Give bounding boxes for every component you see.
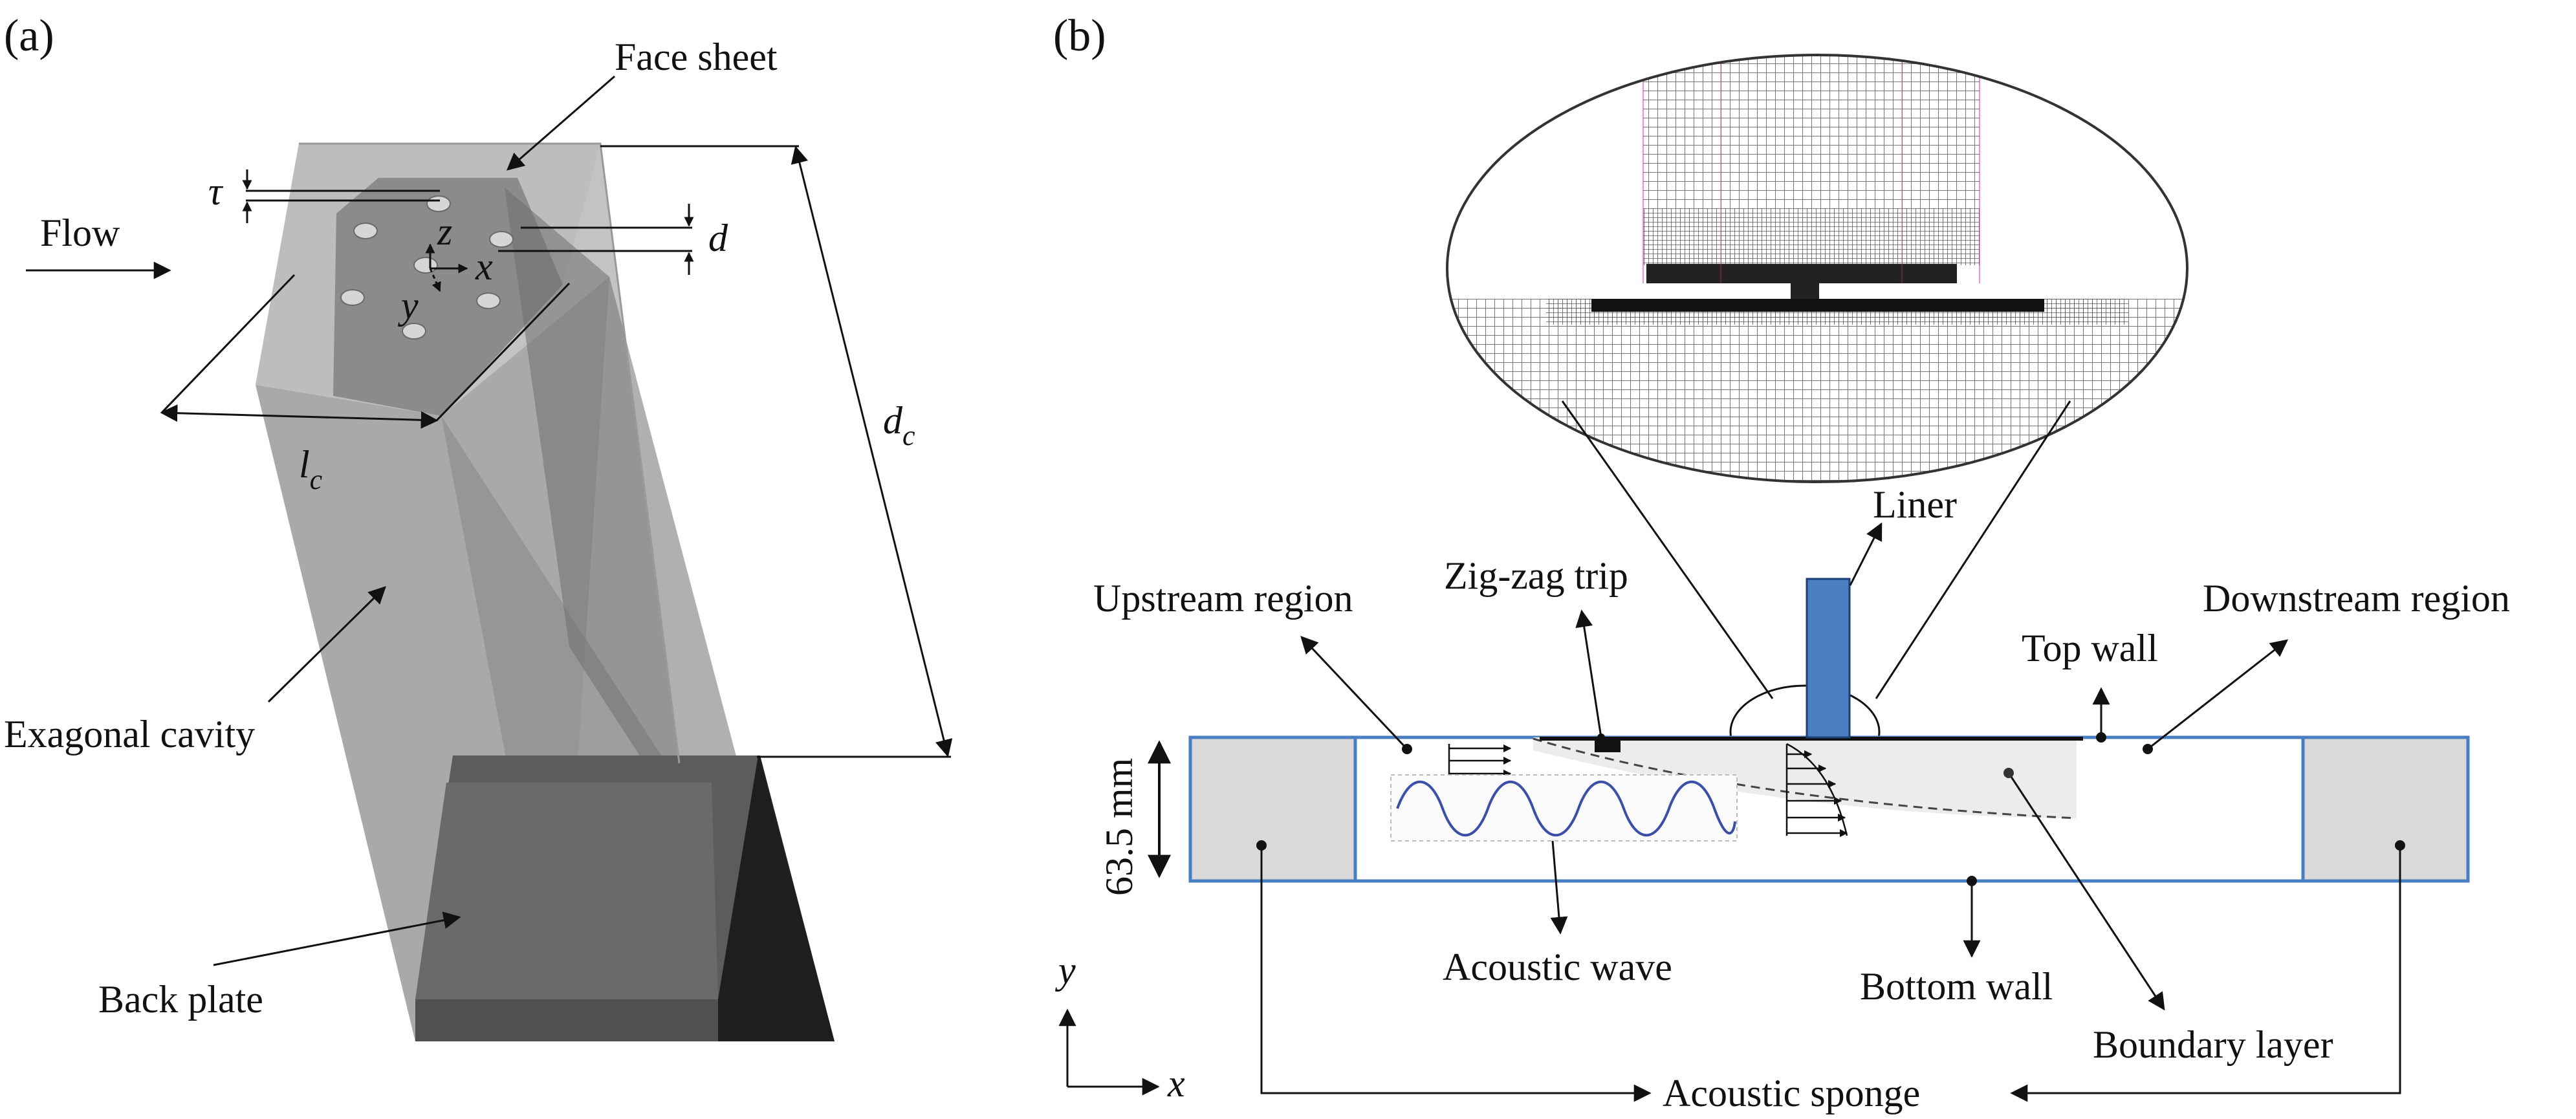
acoustic-wave-label: Acoustic wave <box>1443 946 1672 988</box>
boundary-layer-label: Boundary layer <box>2093 1023 2333 1066</box>
dc-dimension <box>600 145 953 758</box>
global-axis-y-label: y <box>1054 949 1076 992</box>
orifice-hole <box>413 257 438 274</box>
tau-dimension <box>242 169 440 223</box>
axis-y-label: y <box>397 284 419 327</box>
zoom-lines <box>1561 400 2071 699</box>
axis-z-label: z <box>437 210 452 253</box>
orifice-hole <box>489 231 514 248</box>
bottom-wall-label: Bottom wall <box>1860 965 2053 1008</box>
acoustic-wave-arrow <box>1550 840 1568 935</box>
mesh-zoom-ellipse <box>1446 54 2189 483</box>
zigzag-trip-label: Zig-zag trip <box>1444 554 1628 597</box>
face-sheet-arrow <box>506 75 615 171</box>
flow-label: Flow <box>40 212 120 254</box>
downstream-region-arrow <box>2147 639 2289 750</box>
acoustic-wave-curve <box>1396 780 1736 837</box>
liner <box>1806 578 1851 739</box>
acoustic-sponge-label: Acoustic sponge <box>1663 1072 1920 1114</box>
liner-label: Liner <box>1873 483 1957 526</box>
panel-b-label: (b) <box>1053 11 1106 61</box>
downstream-region-label: Downstream region <box>2203 577 2510 620</box>
exagonal-cavity-label: Exagonal cavity <box>4 713 255 755</box>
face-sheet-label: Face sheet <box>615 36 778 78</box>
boundary-layer-edge <box>1533 737 2077 820</box>
acoustic-sponge-connector <box>1260 845 2401 1102</box>
tau-label: τ <box>208 170 224 213</box>
local-axes <box>425 243 468 292</box>
duct <box>1188 578 2470 883</box>
orifice-hole <box>426 195 451 212</box>
upstream-region-arrow <box>1300 636 1408 750</box>
zigzag-trip <box>1595 739 1621 752</box>
orifice-hole <box>476 292 501 309</box>
back-plate-arrow <box>213 911 461 966</box>
panel-a: (a) <box>4 11 953 1041</box>
top-wall-label: Top wall <box>2022 627 2158 669</box>
lc-label: lc <box>299 443 323 495</box>
velocity-profile-liner <box>1785 743 1848 838</box>
acoustic-wave-inset <box>1390 774 1738 842</box>
orifice-hole <box>402 323 426 340</box>
boundary-layer-arrow <box>2007 772 2165 1011</box>
panel-b: (b) <box>1053 11 2510 1114</box>
zigzag-trip-arrow <box>1575 609 1602 738</box>
orifice-hole <box>340 289 365 306</box>
lc-dimension <box>160 274 571 429</box>
axis-x-label: x <box>475 245 493 288</box>
orifice-hole <box>353 223 378 239</box>
upstream-region-label: Upstream region <box>1093 577 1353 620</box>
dc-label: dc <box>883 399 915 451</box>
exagonal-cavity-arrow <box>267 586 386 703</box>
sponge-right <box>2301 735 2470 883</box>
global-axis-x-label: x <box>1167 1062 1185 1105</box>
cavity-prism <box>256 142 835 1041</box>
d-dimension <box>498 204 694 275</box>
liner-arrow <box>1849 522 1883 586</box>
global-axes <box>1058 1008 1160 1096</box>
d-label: d <box>708 217 728 259</box>
panel-a-label: (a) <box>4 11 54 61</box>
back-plate-label: Back plate <box>98 978 263 1021</box>
sponge-left <box>1188 735 1357 883</box>
height-label: 63.5 mm <box>1098 758 1141 896</box>
